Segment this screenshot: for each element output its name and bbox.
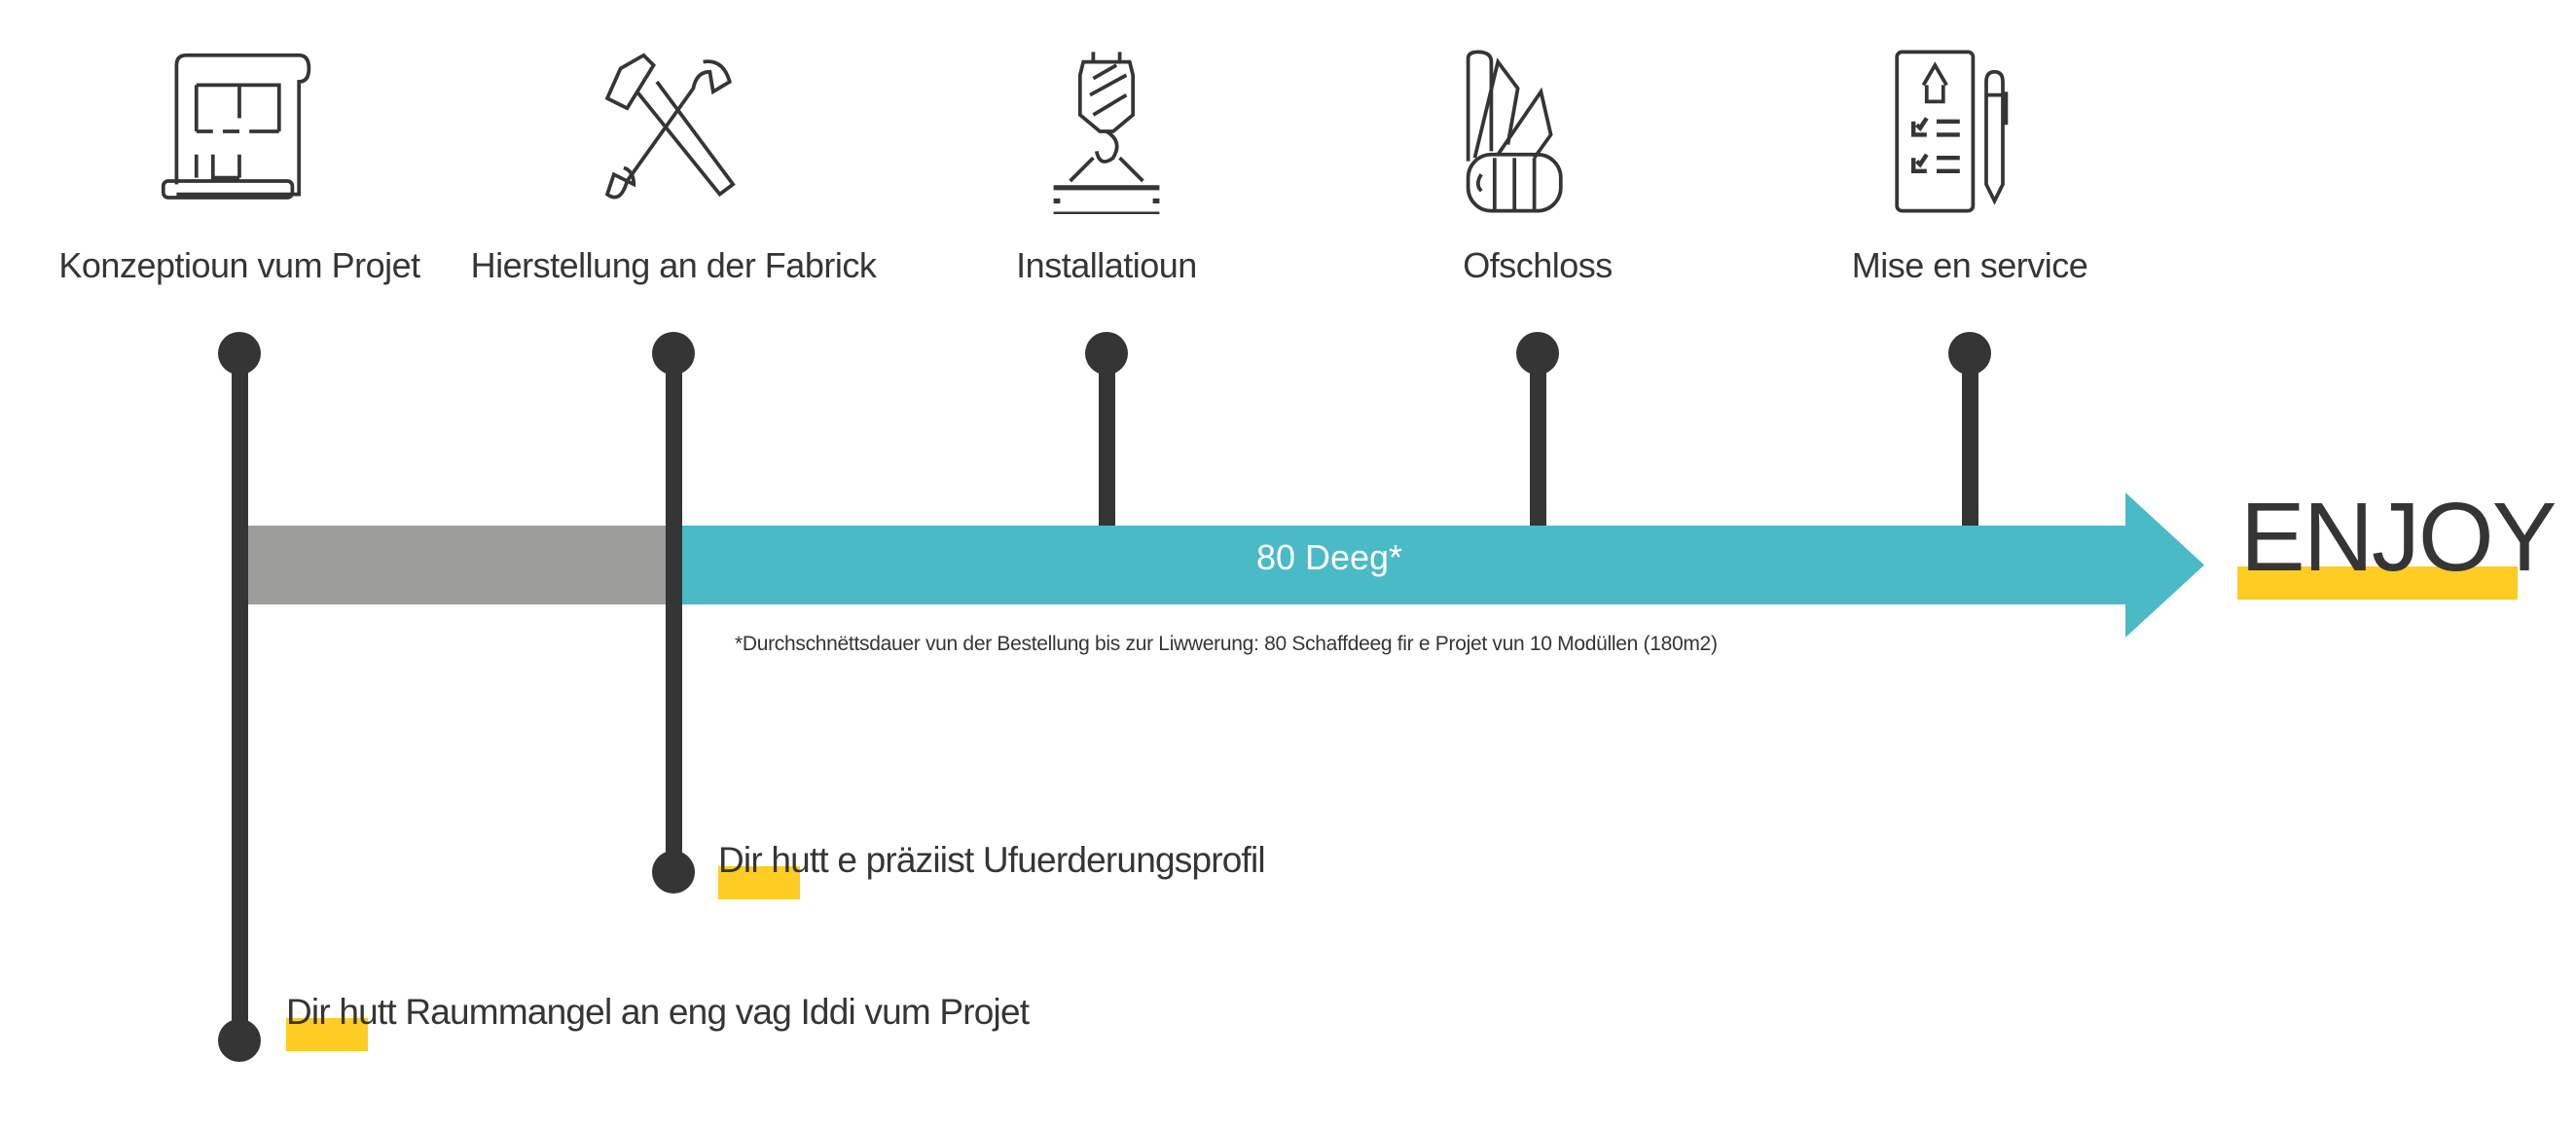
- highlight-mark: [718, 866, 800, 899]
- crane-hook-icon: [1024, 49, 1189, 217]
- milestone-dot: [652, 332, 695, 375]
- stem-ofschloss: [1530, 353, 1546, 526]
- milestone-dot: [1085, 332, 1128, 375]
- step-label-konzeptioun: Konzeptioun vum Projet: [58, 245, 420, 285]
- enjoy-label: ENJOY: [2240, 483, 2557, 592]
- stem-mise-en-service: [1962, 353, 1978, 526]
- step-label-installatioun: Installatioun: [1016, 245, 1197, 285]
- color-swatch-icon: [1455, 49, 1620, 214]
- note-requirements-profile: Dir hutt e präziist Ufuerderungsprofil: [718, 840, 1266, 880]
- milestone-dot: [652, 851, 695, 894]
- duration-label: 80 Deeg*: [1255, 537, 1403, 577]
- footnote: *Durchschnëttsdauer vun der Bestellung b…: [735, 633, 1718, 655]
- stem-hierstellung: [666, 353, 682, 872]
- note-space-shortage: Dir hutt Raummangel an eng vag Iddi vum …: [286, 992, 1030, 1032]
- highlight-mark: [286, 1018, 368, 1051]
- step-label-hierstellung: Hierstellung an der Fabrick: [470, 245, 877, 285]
- timeline-arrow: [677, 493, 2204, 638]
- checklist-pencil-icon: [1887, 49, 2052, 214]
- milestone-dot: [1516, 332, 1559, 375]
- hammer-wrench-icon: [591, 49, 756, 214]
- milestone-dot: [218, 332, 261, 375]
- stem-konzeptioun: [232, 353, 248, 1040]
- step-label-mise-en-service: Mise en service: [1851, 245, 2088, 285]
- milestone-dot: [1948, 332, 1991, 375]
- enjoy-underline: [2237, 566, 2518, 600]
- milestone-dot: [218, 1019, 261, 1062]
- step-label-ofschloss: Ofschloss: [1463, 245, 1613, 285]
- stem-installatioun: [1099, 353, 1115, 526]
- blueprint-scroll-icon: [157, 49, 322, 214]
- planning-phase-bar: [248, 526, 681, 604]
